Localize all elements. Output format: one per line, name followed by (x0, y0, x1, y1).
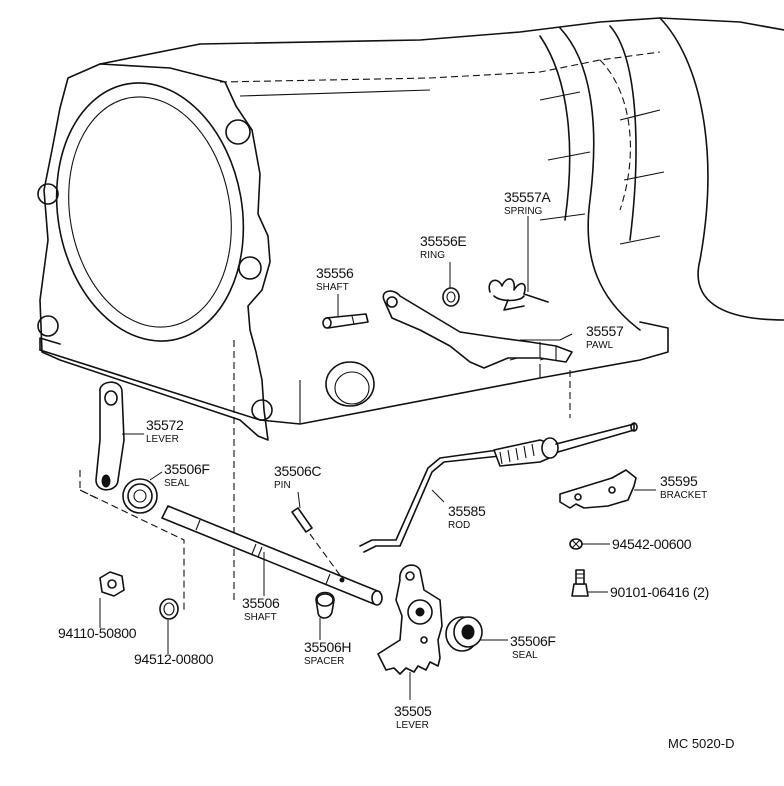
part-label-35506: 35506 SHAFT (242, 595, 280, 623)
part-label-35557: 35557 PAWL (586, 323, 624, 351)
clip-94542-drawing (569, 538, 583, 550)
svg-text:94110-50800: 94110-50800 (58, 625, 137, 641)
svg-text:LEVER: LEVER (146, 434, 179, 445)
svg-text:35595: 35595 (660, 473, 698, 489)
svg-text:PAWL: PAWL (586, 340, 614, 351)
part-label-90101: 90101-06416 (2) (610, 584, 709, 600)
svg-text:PIN: PIN (274, 480, 291, 491)
svg-text:35557: 35557 (586, 323, 624, 339)
svg-text:SEAL: SEAL (164, 478, 190, 489)
reference-code: MC 5020-D (668, 736, 734, 751)
spacer-35506h-drawing (315, 591, 335, 619)
part-label-35556e: 35556E RING (420, 233, 467, 261)
svg-text:LEVER: LEVER (396, 720, 429, 731)
part-label-35506f-bottom: 35506F SEAL (510, 633, 556, 661)
transmission-case (37, 17, 784, 600)
svg-text:35556: 35556 (316, 265, 354, 281)
svg-text:90101-06416 (2): 90101-06416 (2) (610, 584, 709, 600)
svg-text:SHAFT: SHAFT (316, 282, 349, 293)
part-label-35572: 35572 LEVER (146, 417, 184, 445)
part-label-35506h: 35506H SPACER (304, 639, 352, 667)
leader-lines (99, 216, 656, 700)
svg-text:35556E: 35556E (420, 233, 466, 249)
svg-text:BRACKET: BRACKET (660, 490, 707, 501)
lever-35572-drawing (95, 381, 125, 491)
svg-text:ROD: ROD (448, 520, 470, 531)
spring-35557a-drawing (488, 278, 549, 311)
seal-35506f-top-drawing (122, 478, 158, 514)
bolt-90101-drawing (571, 569, 589, 597)
svg-text:RING: RING (420, 250, 445, 261)
part-label-94542: 94542-00600 (612, 536, 692, 552)
svg-text:35505: 35505 (394, 703, 432, 719)
part-label-35595: 35595 BRACKET (660, 473, 707, 501)
shaft-35506-drawing (161, 505, 383, 606)
svg-text:35506F: 35506F (164, 461, 210, 477)
part-label-35506f-top: 35506F SEAL (164, 461, 210, 489)
lever-35505-drawing (377, 564, 443, 675)
svg-text:35557A: 35557A (504, 189, 551, 205)
svg-text:94512-00800: 94512-00800 (134, 651, 214, 667)
svg-text:SPRING: SPRING (504, 206, 543, 217)
part-label-35557a: 35557A SPRING (504, 189, 552, 217)
svg-text:SEAL: SEAL (512, 650, 538, 661)
svg-text:35585: 35585 (448, 503, 486, 519)
rod-35585-drawing (359, 422, 638, 553)
svg-text:35506F: 35506F (510, 633, 556, 649)
part-label-94110: 94110-50800 (58, 625, 137, 641)
nut-94110-drawing (99, 571, 125, 597)
part-label-35505: 35505 LEVER (394, 703, 432, 731)
svg-text:94542-00600: 94542-00600 (612, 536, 692, 552)
svg-text:35506C: 35506C (274, 463, 321, 479)
part-label-35556: 35556 SHAFT (316, 265, 354, 293)
pin-35506c-drawing (291, 507, 343, 579)
part-label-94512: 94512-00800 (134, 651, 214, 667)
washer-94512-drawing (159, 598, 179, 620)
svg-text:SPACER: SPACER (304, 656, 344, 667)
part-label-35585: 35585 ROD (448, 503, 486, 531)
shaft-35556-drawing (322, 313, 369, 329)
svg-text:SHAFT: SHAFT (244, 612, 277, 623)
svg-text:35572: 35572 (146, 417, 184, 433)
pawl-35557-drawing (382, 290, 573, 369)
svg-text:35506H: 35506H (304, 639, 351, 655)
part-label-35506c: 35506C PIN (274, 463, 322, 491)
bracket-35595-drawing (559, 469, 637, 509)
ring-35556e-drawing (442, 287, 460, 307)
seal-35506f-bottom-drawing (445, 616, 483, 652)
svg-text:35506: 35506 (242, 595, 280, 611)
